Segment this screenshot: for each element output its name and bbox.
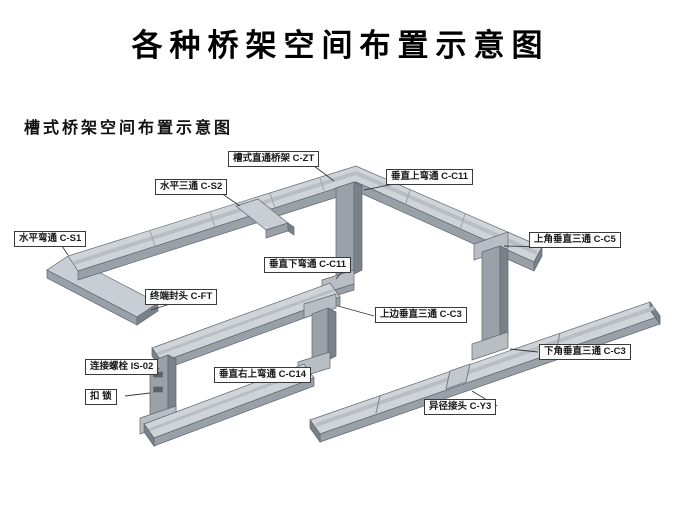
label-straight-tray: 槽式直通桥架 C-ZT <box>228 151 320 167</box>
label-top-corner-vertical-tee: 上角垂直三通 C-C5 <box>529 232 621 248</box>
label-horizontal-tee: 水平三通 C-S2 <box>155 179 228 195</box>
tray-left-front-run <box>46 255 159 326</box>
label-vertical-down-bend: 垂直下弯通 C-C11 <box>264 257 352 273</box>
leader-bottom-corner-vertical-tee <box>509 348 539 353</box>
leader-horizontal-bend <box>61 245 69 256</box>
label-buckle-lock: 扣 锁 <box>85 389 117 405</box>
label-connect-bolt: 连接螺栓 IS-02 <box>85 359 159 375</box>
page-title: 各种桥架空间布置示意图 <box>131 28 550 63</box>
section-subtitle: 槽式桥架空间布置示意图 <box>24 120 234 137</box>
leader-horizontal-tee <box>220 192 241 207</box>
leader-end-cap <box>150 303 171 311</box>
label-end-cap: 终端封头 C-FT <box>145 289 218 305</box>
label-top-edge-vertical-tee: 上边垂直三通 C-C3 <box>375 307 467 323</box>
label-horizontal-bend: 水平弯通 C-S1 <box>14 231 87 247</box>
label-vertical-up-bend: 垂直上弯通 C-C11 <box>386 169 474 185</box>
lock-detail <box>153 386 163 393</box>
horizontal-tee-branch <box>235 198 295 239</box>
label-reducer-joint: 异径接头 C-Y3 <box>424 399 497 415</box>
leader-straight-tray <box>313 165 335 182</box>
label-bottom-corner-vertical-tee: 下角垂直三通 C-C3 <box>539 344 631 360</box>
riser-right <box>471 231 509 361</box>
tray-upper-run <box>67 165 543 281</box>
leader-top-edge-vertical-tee <box>337 305 375 317</box>
leader-buckle-lock <box>124 392 151 397</box>
label-vertical-right-up-bend: 垂直右上弯通 C-C14 <box>214 367 312 383</box>
